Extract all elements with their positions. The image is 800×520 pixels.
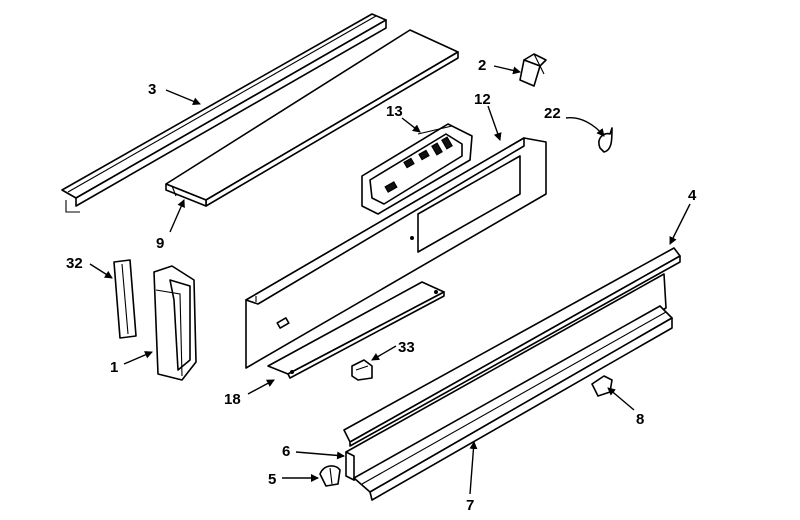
callout-4: 4 bbox=[688, 187, 697, 204]
part-4-front-trim bbox=[343, 247, 681, 447]
part-18-lower-plate bbox=[267, 281, 445, 379]
callout-7: 7 bbox=[466, 497, 474, 514]
callout-22: 22 bbox=[544, 105, 561, 122]
callout-2: 2 bbox=[478, 57, 486, 74]
part-1-side-end-cap bbox=[153, 265, 197, 381]
part-12-console-panel bbox=[245, 137, 547, 369]
callout-12: 12 bbox=[474, 91, 491, 108]
callout-33: 33 bbox=[398, 339, 415, 356]
part-22-hook bbox=[598, 127, 613, 153]
callout-5: 5 bbox=[268, 471, 276, 488]
callout-32: 32 bbox=[66, 255, 83, 272]
part-33-small-clip bbox=[351, 359, 373, 381]
part-2-bracket-clip bbox=[519, 53, 547, 87]
callout-18: 18 bbox=[224, 391, 241, 408]
part-8-fastener bbox=[591, 375, 613, 397]
callout-8: 8 bbox=[636, 411, 644, 428]
part-13-control-board bbox=[361, 123, 473, 215]
part-6-front-panel bbox=[345, 273, 667, 481]
callout-13: 13 bbox=[386, 103, 403, 120]
part-7-lower-channel bbox=[353, 305, 673, 501]
callout-labels: 3 9 2 22 13 12 32 1 33 18 4 8 6 5 7 bbox=[66, 57, 697, 514]
leader-lines bbox=[89, 65, 691, 495]
part-5-end-clip bbox=[319, 465, 341, 487]
part-9-top-panel bbox=[165, 29, 459, 207]
callout-6: 6 bbox=[282, 443, 290, 460]
part-3-top-rail bbox=[61, 13, 387, 213]
part-32-end-bracket bbox=[113, 259, 137, 339]
callout-1: 1 bbox=[110, 359, 118, 376]
callout-3: 3 bbox=[148, 81, 156, 98]
callout-9: 9 bbox=[156, 235, 164, 252]
